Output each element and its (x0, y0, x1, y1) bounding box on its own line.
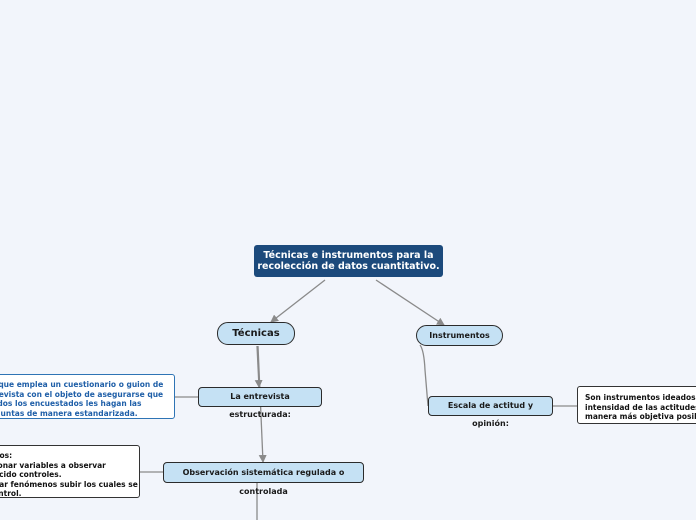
note-line: servar fenómenos subir los cuales se (0, 479, 138, 489)
note-line: entrevista con el objeto de asegurarse q… (0, 389, 164, 399)
observacion-requisitos-note[interactable]: uisitos: eccionar variables a observar a… (0, 445, 140, 498)
note-line: a todos los encuestados les hagan las (0, 399, 142, 408)
note-line: intensidad de las actitudes y (585, 402, 696, 412)
edge-root-instrumentos (375, 279, 445, 326)
edge-tecnicas-entrevista (254, 345, 263, 388)
entrevista-definition-note[interactable]: s la que emplea un cuestionario o guion … (0, 374, 175, 419)
root-topic-node[interactable]: Técnicas e instrumentos para la recolecc… (254, 245, 443, 277)
escala-definition-note[interactable]: Son instrumentos ideados pa intensidad d… (577, 386, 696, 424)
note-line: preguntas de manera estandarizada. (0, 408, 138, 418)
instrumentos-node[interactable]: Instrumentos (416, 325, 503, 346)
note-line: eccionar variables a observar (0, 460, 106, 470)
note-line: uisitos: (0, 451, 13, 460)
root-title-line-2: recolección de datos cuantitativo. (257, 261, 440, 272)
root-title-line-1: Técnicas e instrumentos para la (263, 250, 434, 261)
escala-actitud-node[interactable]: Escala de actitud y opinión: (428, 396, 553, 428)
note-line: e control. (0, 489, 22, 498)
note-line: s la que emplea un cuestionario o guion … (0, 380, 164, 389)
note-line: Son instrumentos ideados pa (585, 393, 696, 402)
edge-root-tecnicas (270, 279, 326, 323)
edge-instrumentos-escala (419, 344, 429, 407)
entrevista-estructurada-node[interactable]: La entrevista estructurada: (198, 387, 322, 419)
note-line: ablecido controles. (0, 470, 62, 479)
tecnicas-node[interactable]: Técnicas (217, 322, 295, 345)
note-line: manera más objetiva posible (585, 412, 696, 421)
observacion-sistematica-node[interactable]: Observación sistemática regulada o contr… (163, 462, 364, 496)
